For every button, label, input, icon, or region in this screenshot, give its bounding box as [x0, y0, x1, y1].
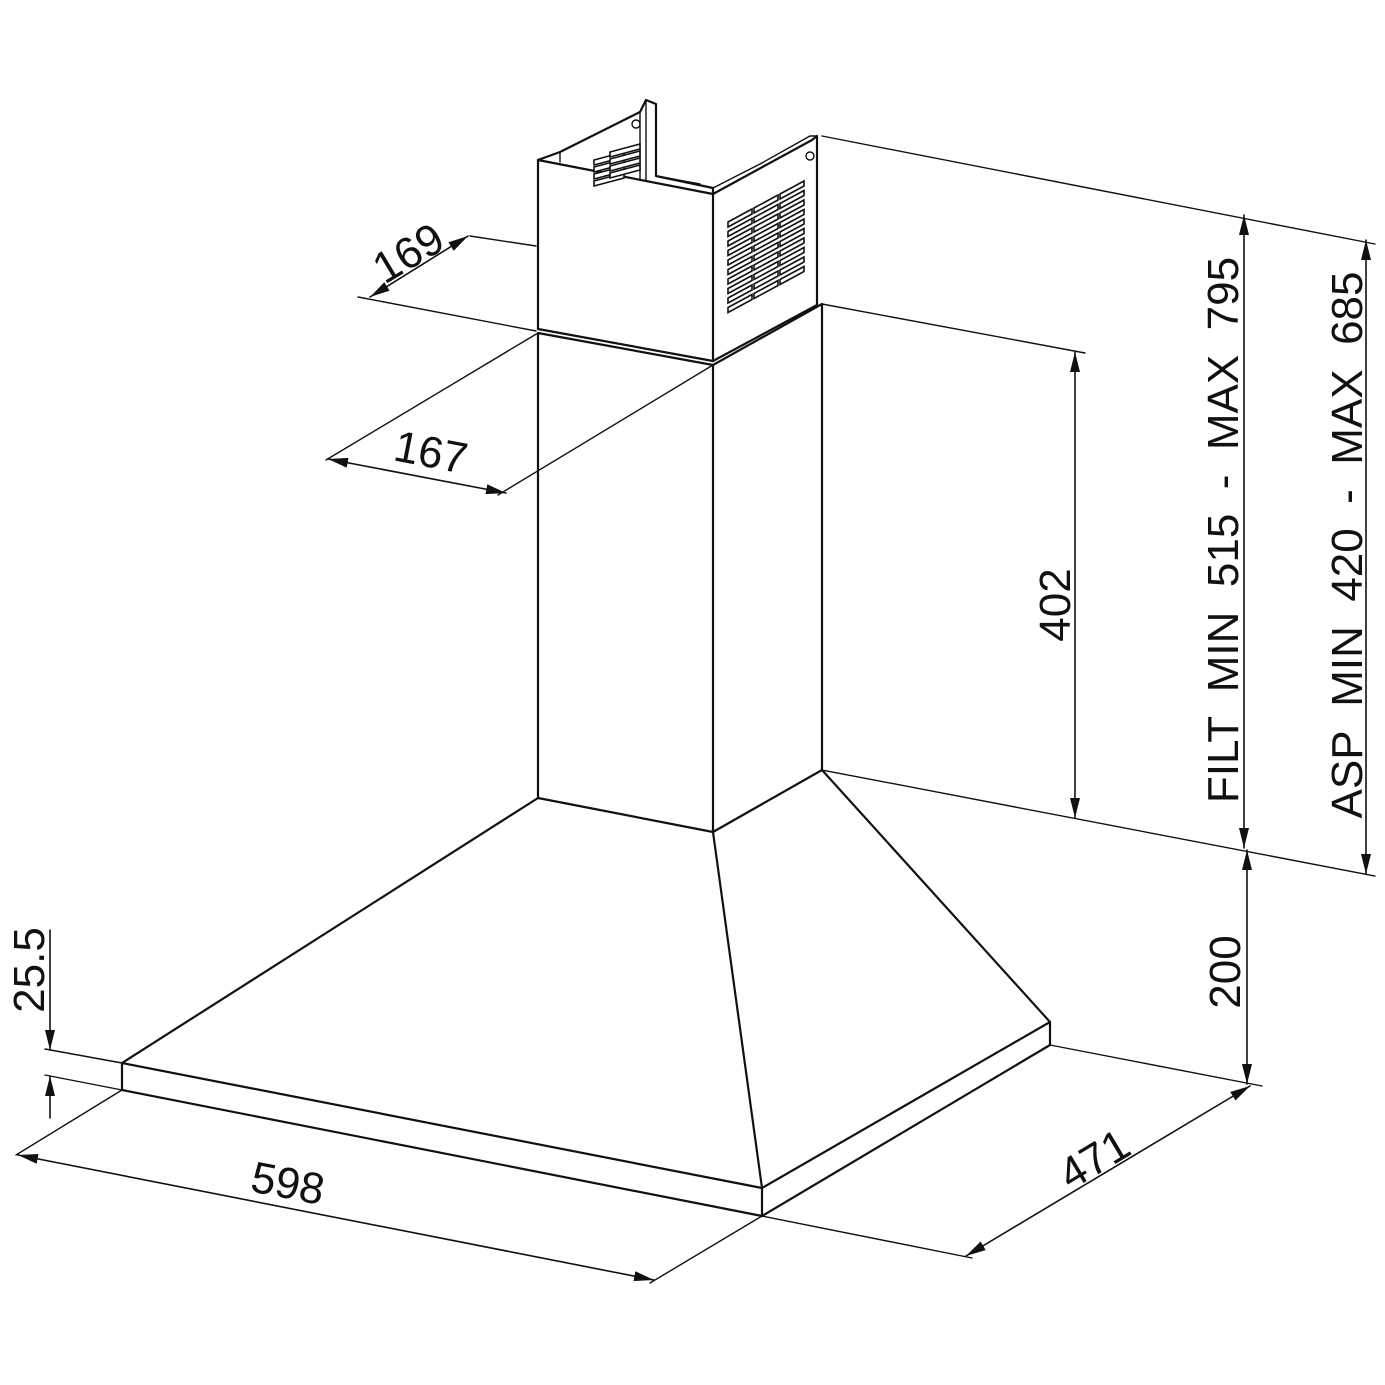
- vent-slot: [727, 264, 753, 286]
- vent-grille-icon: [593, 142, 641, 188]
- vent-slot: [779, 179, 805, 201]
- vent-slot: [727, 236, 753, 257]
- dimension-labels: 169 167 402 FILT MIN 515 - MAX 795 ASP M…: [5, 214, 1372, 1215]
- vent-slot: [609, 149, 641, 166]
- vent-slot: [779, 208, 805, 229]
- vent-slot: [753, 203, 779, 224]
- label-filt-range: FILT MIN 515 - MAX 795: [1199, 257, 1248, 803]
- label-402: 402: [1031, 568, 1080, 641]
- label-169: 169: [364, 214, 452, 294]
- vent-slot: [753, 250, 779, 272]
- vent-slot: [779, 189, 805, 210]
- label-200: 200: [1201, 935, 1250, 1008]
- vent-slot: [727, 207, 753, 229]
- vent-slot: [609, 156, 641, 173]
- screw-hole-icon: [805, 151, 815, 161]
- dimension-lines: [17, 214, 1371, 1282]
- chimney-joint: [536, 327, 715, 363]
- dim-line-167: [327, 457, 507, 495]
- label-471: 471: [1050, 1120, 1138, 1200]
- vent-slot: [727, 226, 753, 248]
- vent-slot: [779, 265, 805, 286]
- vent-slot: [779, 217, 805, 239]
- canopy-front-ridge: [711, 830, 764, 1190]
- label-asp-range: ASP MIN 420 - MAX 685: [1323, 272, 1372, 819]
- canopy-pyramid: [120, 768, 1052, 1065]
- label-598: 598: [247, 1153, 328, 1215]
- extension-lines: [15, 135, 1376, 1284]
- label-25-5: 25.5: [5, 927, 54, 1013]
- vent-slot: [727, 274, 753, 295]
- dim-line-598: [17, 1153, 655, 1282]
- vent-grille-icon: [727, 179, 805, 314]
- upper-chimney-top-flange: [536, 98, 715, 196]
- vent-slot: [727, 293, 753, 314]
- hood-body: [120, 98, 1052, 1218]
- label-167: 167: [390, 422, 471, 484]
- vent-slot: [779, 246, 805, 267]
- vent-slot: [753, 260, 779, 281]
- vent-slot: [779, 255, 805, 277]
- dim-line-169: [369, 235, 469, 298]
- vent-slot: [753, 193, 779, 215]
- vent-slot: [609, 142, 641, 159]
- vent-slot: [609, 163, 641, 180]
- vent-slot: [779, 236, 805, 258]
- lower-chimney: [536, 302, 824, 800]
- vent-slot: [779, 198, 805, 220]
- vent-slot: [779, 227, 805, 248]
- vent-slot: [753, 222, 779, 243]
- upper-chimney: [536, 158, 715, 363]
- vent-slot: [753, 212, 779, 234]
- vent-slot: [753, 279, 779, 300]
- vent-slot: [727, 217, 753, 238]
- vent-slot: [727, 245, 753, 267]
- screw-hole-icon: [631, 119, 641, 129]
- vent-slot: [727, 283, 753, 305]
- vent-slot: [753, 231, 779, 253]
- vent-slot: [753, 269, 779, 291]
- vent-slot: [753, 241, 779, 262]
- vent-slot: [727, 255, 753, 276]
- dim-line-471: [965, 1085, 1251, 1257]
